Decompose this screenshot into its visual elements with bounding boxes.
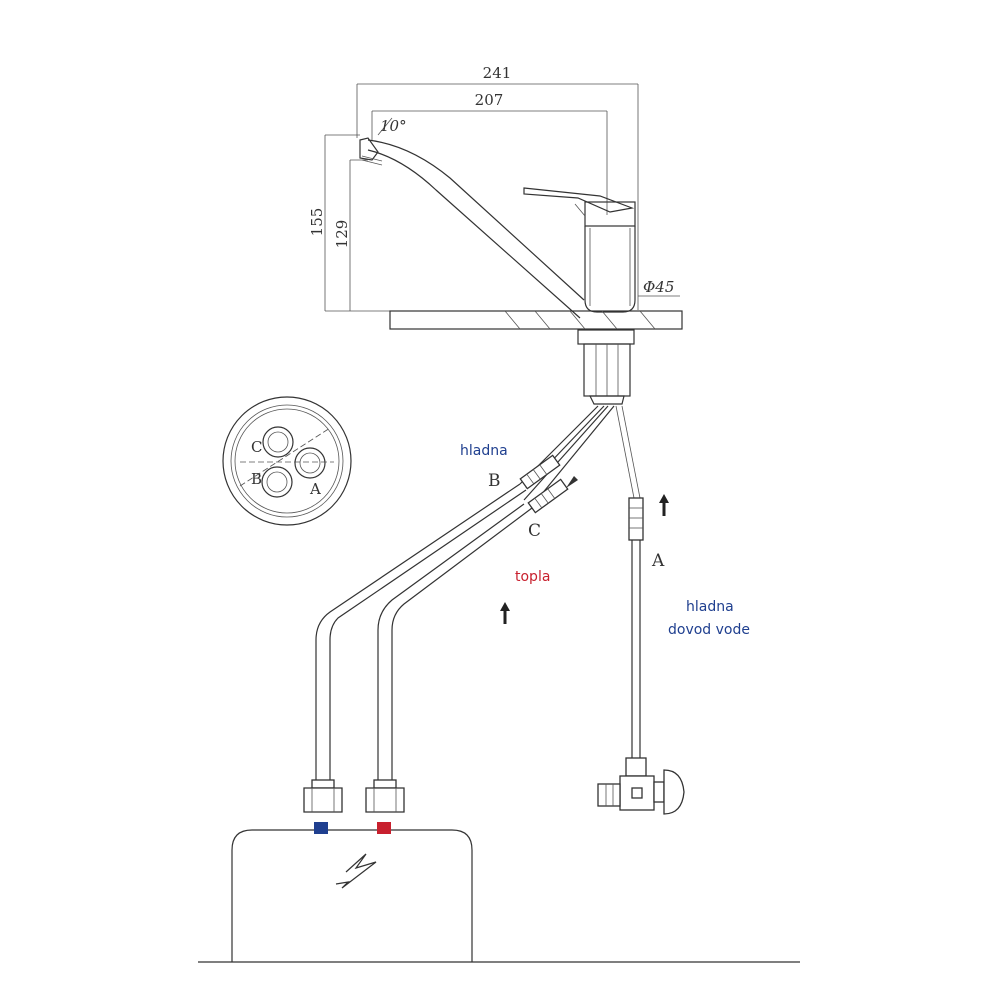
angle-valve [597, 757, 685, 815]
bottom-view [222, 396, 352, 526]
flow-arrow-icon [659, 494, 669, 516]
bottom-view-b-label: B [251, 470, 262, 488]
hot-outlet-marker [377, 822, 391, 834]
hoses [315, 405, 641, 782]
dimension-diameter: Φ45 [643, 278, 674, 296]
dimension-207: 207 [475, 91, 504, 109]
hose-b-letter: B [488, 471, 501, 491]
hose-a-letter: A [651, 551, 665, 571]
cold-label: hladna [460, 443, 508, 459]
bottom-view-c-label: C [251, 438, 262, 456]
cold-inlet-marker [314, 822, 328, 834]
cold-supply-label-line1: hladna [686, 599, 734, 615]
dimension-241: 241 [483, 64, 512, 82]
hot-label: topla [515, 569, 550, 585]
faucet [359, 137, 683, 405]
flow-arrow-icon [500, 602, 510, 624]
lightning-icon [335, 853, 377, 889]
flow-arrow-icon [566, 476, 578, 488]
cold-supply-label-line2: dovod vode [668, 622, 750, 638]
bottom-view-a-label: A [309, 480, 321, 498]
dimension-angle: 10° [380, 117, 407, 135]
hose-fittings [303, 454, 644, 813]
water-heater [198, 822, 800, 963]
dimension-lines [324, 83, 680, 312]
dimension-155: 155 [308, 208, 326, 237]
dimension-129: 129 [333, 220, 351, 249]
hose-c-letter: C [528, 521, 541, 541]
